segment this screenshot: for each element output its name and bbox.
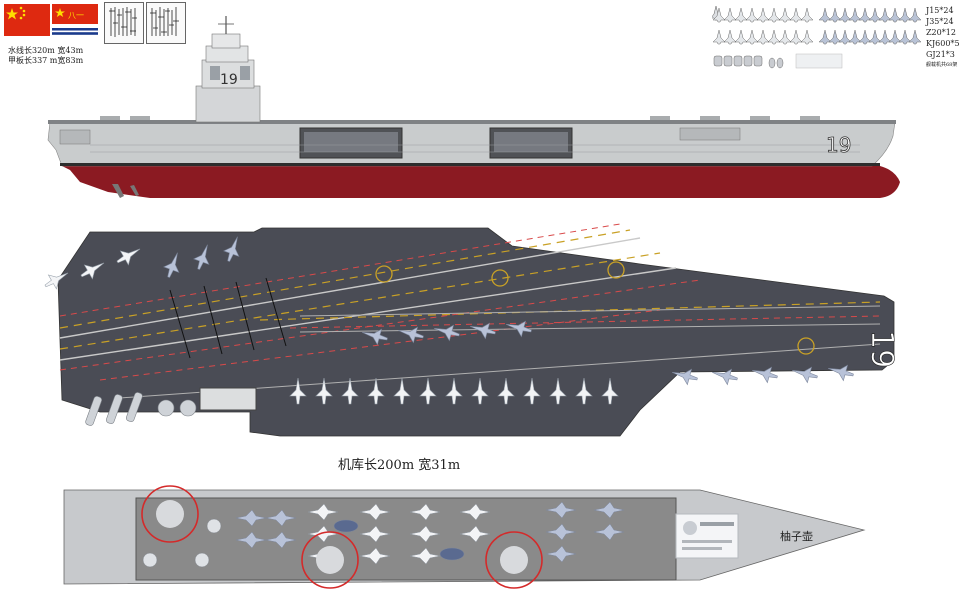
air-wing-j15: J15*24 [926,6,954,15]
landing-spot-icon [375,261,815,355]
propeller-icon [112,184,139,198]
air-wing-list: J15*24 J35*24 Z20*12 KJ600*5 GJ21*3 舰载机共… [926,6,960,70]
island-plan [199,387,257,411]
deck-hull-number: 19 [864,330,899,368]
bow-hull-number: 19 [826,133,851,157]
flight-deck-plan: 19 [44,223,899,437]
air-wing-j35: J35*24 [926,17,954,26]
hangar-plan [63,485,866,589]
side-profile-view: 19 19 [47,16,900,198]
svg-text:八一: 八一 [68,11,84,20]
author-stamp-icon [675,513,739,559]
deck-dimensions: 甲板长337 m宽83m [8,56,84,65]
parked-fighters-middle [163,236,854,386]
flag-cn-icon [4,4,50,36]
island-hull-number: 19 [220,72,238,88]
helicopter-icons [85,392,197,426]
aircraft-legend-grid-icon [712,7,922,69]
waterline-dimensions: 水线长320m 宽43m [8,46,84,55]
elevator-highlight-circles [141,485,543,589]
air-wing-note: 舰载机共68架 [926,62,958,68]
flag-plan-icon: 八一 [52,4,98,36]
air-wing-z20: Z20*12 [926,28,956,37]
calligraphy-plate-icon [146,2,186,44]
hangar-caption: 机库长200m 宽31m [338,458,461,473]
author-signature: 柚子壶 [780,530,813,543]
air-wing-kj600: KJ600*5 [926,39,960,48]
calligraphy-plate-icon [104,2,144,44]
hangar-bay [135,497,677,581]
upper-hull [47,121,896,167]
air-wing-gj21: GJ21*3 [926,50,955,59]
lower-hull [62,166,900,198]
parked-fighters [289,377,619,405]
island-superstructure: 19 [195,16,261,123]
